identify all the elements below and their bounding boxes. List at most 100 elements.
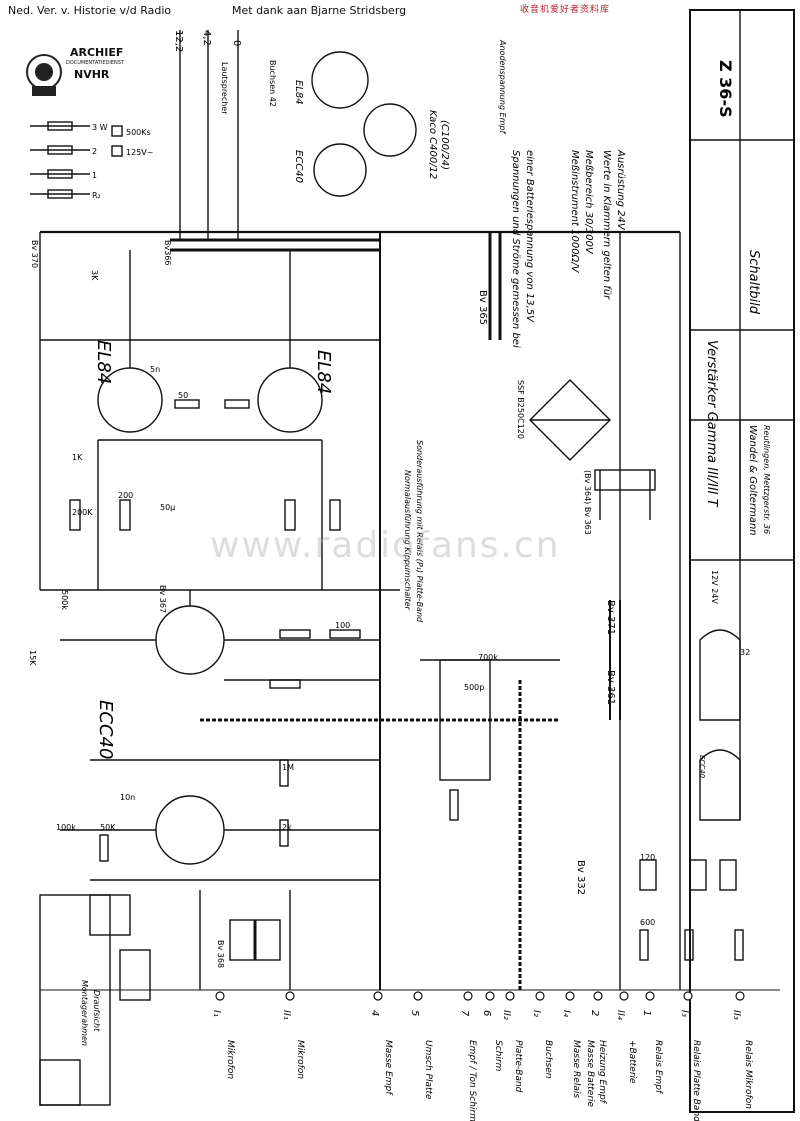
terminal-1: 1 (641, 1010, 652, 1016)
label-500p: 500p (464, 683, 484, 692)
kaco-label: Kaco C400/12 (427, 110, 438, 179)
credit-note: Met dank aan Bjarne Stridsberg (232, 4, 407, 17)
label-bv364: (Bv 364) Bv 363 (583, 470, 592, 535)
terminal-label-platte-band: Platte-Band (513, 1040, 523, 1093)
terminal-label-buchsen: Buchsen (543, 1040, 553, 1079)
label-10n: 10n (120, 793, 135, 802)
title-address: Reutlingen, Mettzgerstr. 36 (762, 425, 771, 534)
legend-cap2: 125V~ (126, 148, 153, 157)
title-model: Z 36-S (716, 60, 735, 118)
label-buchsen-top: Buchsen 42 (268, 60, 277, 107)
note-normal: Normalausführung Kippumschalter (403, 470, 412, 611)
stamp-line-1: ARCHIEF (70, 46, 124, 59)
terminal-4: 4 (369, 1010, 380, 1016)
label-bv361: Bv 361 (605, 670, 616, 705)
note-line-4: Meßbereich 30/300V (583, 150, 594, 255)
legend-3w: 3 W (92, 123, 108, 132)
terminal-top-3: 0 (231, 40, 242, 46)
ecc40-small: ECC40 (698, 755, 706, 779)
label-5n: 5n (150, 365, 160, 374)
label-100k: 100k (56, 823, 76, 832)
archive-stamp-logo (26, 54, 62, 96)
terminal-label-mikrofon-1: Mikrofon (225, 1040, 235, 1079)
label-lautsprecher: Lautsprecher (220, 62, 229, 115)
legend-2w: 2 (92, 147, 97, 156)
note-line-5: Werte in Klammern gelten für (601, 150, 612, 300)
terminal-label-masse-relais: Masse Relais (571, 1040, 581, 1098)
stamp-line-2: DOCUMENTATIEDIENST (66, 60, 124, 66)
title-doctype: Schaltbild (746, 250, 761, 315)
note-line-1: Spannungen und Ströme gemessen bei (510, 150, 521, 348)
label-15k: 15K (28, 650, 37, 666)
terminal-label-plus-batterie: +Batterie (627, 1040, 637, 1084)
label-2k: 2k (282, 823, 292, 832)
watermark-site: www.radiofans.cn (210, 525, 561, 566)
terminal-i1: I₁ (211, 1010, 222, 1017)
terminal-top-2: 4,2 (201, 30, 212, 46)
terminal-ii3: II₃ (731, 1010, 742, 1020)
terminal-i2: I₂ (531, 1010, 542, 1017)
terminal-top-1: 12,2 (173, 30, 184, 52)
terminal-label-relais-platte: Relais Platte Band (691, 1040, 701, 1121)
terminal-6: 6 (481, 1010, 492, 1016)
note-line-2: einer Batteriespannung von 13,5V (524, 150, 535, 323)
label-bv371: Bv 371 (605, 600, 616, 635)
pin-ecc40-label: ECC40 (293, 150, 304, 183)
terminal-i4: I₄ (561, 1010, 572, 1017)
terminal-ii1: II₁ (281, 1010, 292, 1020)
title-main: Verstärker Gamma III/III T (704, 340, 719, 508)
montage-sub: Draufsicht (92, 990, 101, 1032)
note-anoden: Anodenspannung Empf (498, 39, 507, 134)
label-bv332: Bv 332 (575, 860, 586, 895)
note-line-3: Meßinstrument 1000Ω/V (569, 150, 580, 274)
label-1k: 1K (72, 453, 83, 462)
label-bv366: Bv366 (163, 240, 172, 266)
label-200k: 200K (72, 508, 93, 517)
terminal-7: 7 (459, 1010, 470, 1017)
terminal-label-relais-empf: Relais Empf (653, 1040, 663, 1095)
label-120: 120 (640, 853, 655, 862)
terminal-label-schirm: Schirm (493, 1040, 503, 1072)
legend-1w: 1 (92, 171, 97, 180)
terminal-label-heizung-empf: Heizung Empf (597, 1040, 607, 1105)
terminal-ii4: II₄ (615, 1010, 626, 1020)
label-50: 50 (178, 391, 188, 400)
label-700k: 700k (478, 653, 498, 662)
label-bv368: Bv 368 (216, 940, 225, 968)
terminal-i3: I₃ (679, 1010, 690, 1017)
label-3k: 3K (90, 270, 99, 281)
label-32: 32 (740, 648, 750, 657)
label-600: 600 (640, 918, 655, 927)
title-maker: Wandel & Goltermann (747, 425, 758, 536)
montage-title: Montagerahmen (80, 980, 89, 1046)
terminal-label-relais-mikrofon: Relais Mikrofon (743, 1040, 753, 1109)
legend-cap: 500Ks (126, 128, 151, 137)
label-100: 100 (335, 621, 350, 630)
note-line-6: Ausrüstung 24V (615, 149, 626, 231)
watermark-chinese: 收音机爱好者资料库 (520, 5, 611, 15)
tube-el84-left: EL84 (93, 340, 114, 384)
label-200: 200 (118, 491, 133, 500)
terminal-ii2: II₂ (501, 1010, 512, 1020)
source-note: Ned. Ver. v. Historie v/d Radio (8, 4, 172, 17)
label-bv370: Bv 370 (30, 240, 39, 268)
label-bv365: Bv 365 (477, 290, 488, 325)
pin-el84-label: EL84 (293, 80, 304, 105)
note-sonder: Sonderausführung mit Relais (P₁) Platte-… (415, 440, 424, 623)
terminal-2: 2 (589, 1010, 600, 1016)
terminal-label-empf-ton: Empf / Ton Schirm (467, 1040, 477, 1121)
terminal-label-umsch-platte: Umsch Platte (423, 1040, 433, 1100)
label-1m: 1M (282, 763, 294, 772)
terminal-label-masse-batterie: Masse Batterie (585, 1040, 595, 1108)
stamp-line-3: NVHR (74, 68, 110, 81)
label-50k: 50K (100, 823, 116, 832)
tube-el84-right: EL84 (313, 350, 334, 394)
kaco-label-2: (C100/24) (439, 120, 450, 170)
tube-ecc40: ECC40 (95, 700, 116, 759)
label-50u: 50µ (160, 503, 175, 512)
terminal-5: 5 (409, 1010, 420, 1016)
label-ssf: SSF B250C120 (516, 380, 525, 439)
terminal-label-mikrofon-2: Mikrofon (295, 1040, 305, 1079)
